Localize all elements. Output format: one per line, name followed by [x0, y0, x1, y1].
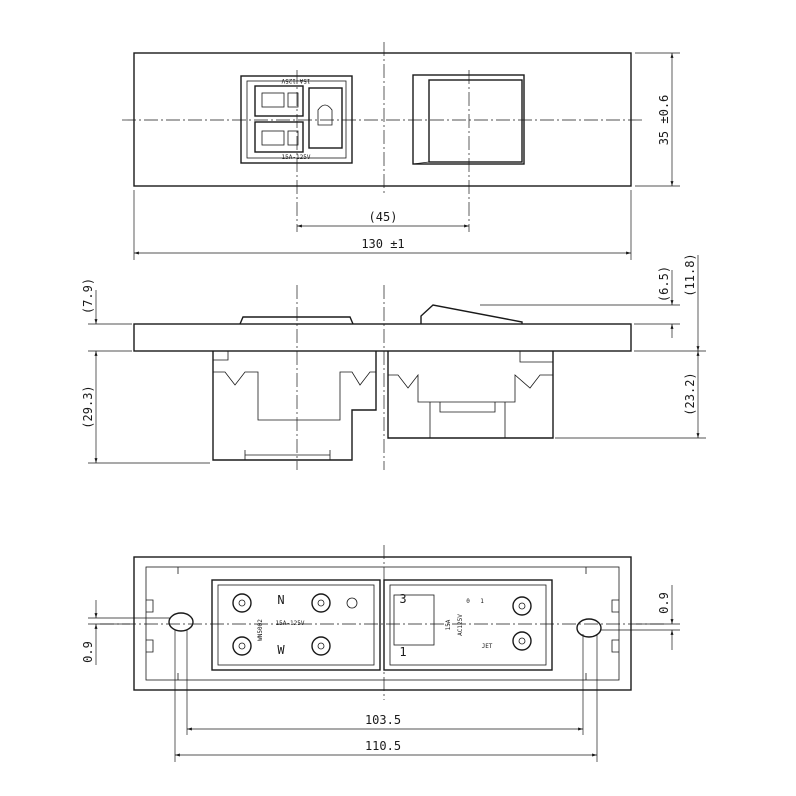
receptacle-bottom	[254, 121, 304, 153]
rear-switch-mark-0: 0	[466, 598, 470, 605]
rear-switch-mark-jet: JET	[482, 643, 493, 650]
rocker-switch	[428, 79, 523, 163]
rear-small-label-2: WN5002	[257, 619, 264, 641]
rear-small-label-1: 15A-125V	[276, 620, 305, 627]
dim-side-top-left: (7.9)	[81, 278, 95, 314]
mount-hole-right	[576, 618, 602, 638]
rear-view: N W 15A-125V WN5002 3 1 0 1 JET AC125V 1…	[81, 545, 680, 762]
dim-rear-offset-right: 0.9	[657, 592, 671, 614]
dim-rear-offset-left: 0.9	[81, 641, 95, 663]
receptacle-top	[254, 85, 304, 117]
ground-slot	[308, 87, 343, 149]
rear-small-label-3: AC125V	[457, 614, 464, 636]
mount-hole-left	[168, 612, 194, 632]
rear-switch-mark-1b: 1	[480, 598, 484, 605]
front-plate	[133, 52, 632, 187]
dim-width-total: 130 ±1	[361, 237, 404, 251]
rear-plate	[133, 556, 632, 691]
dim-side-switch-protrusion: (6.5)	[657, 266, 671, 302]
rear-switch-mark-1a: 1	[399, 645, 406, 659]
side-switch-body	[387, 351, 554, 439]
rear-switch-mark-3: 3	[399, 592, 406, 606]
rear-switch-module: 3 1 0 1 JET AC125V 15A	[383, 579, 553, 671]
rating-top-label: 15A-125V	[281, 77, 310, 84]
side-plate	[133, 323, 632, 352]
dim-rear-outer-pitch: 110.5	[365, 739, 401, 753]
rear-outlet-module: N W 15A-125V WN5002	[211, 579, 381, 671]
dim-rear-hole-pitch: 103.5	[365, 713, 401, 727]
dim-outlet-pitch: (45)	[369, 210, 398, 224]
side-outlet-body	[212, 351, 377, 461]
rear-mark-w: W	[277, 643, 285, 657]
dim-side-top-right: (11.8)	[683, 253, 697, 296]
rear-small-label-4: 15A	[445, 619, 452, 630]
side-rocker	[420, 304, 523, 324]
side-view: (7.9) (29.3) (6.5) (11.8) (23.2)	[81, 253, 706, 470]
dim-side-depth-left: (29.3)	[81, 385, 95, 428]
dim-height-total: 35 ±0.6	[657, 95, 671, 146]
switch-module	[412, 74, 525, 165]
rating-bottom-label: 15A-125V	[282, 154, 311, 161]
front-view: 15A-125V 15A-125V (45) 130 ±1 35 ±0.6	[122, 42, 680, 260]
rear-mark-n: N	[277, 593, 284, 607]
outlet-module: 15A-125V 15A-125V	[240, 75, 353, 164]
dim-side-depth-right: (23.2)	[683, 372, 697, 415]
